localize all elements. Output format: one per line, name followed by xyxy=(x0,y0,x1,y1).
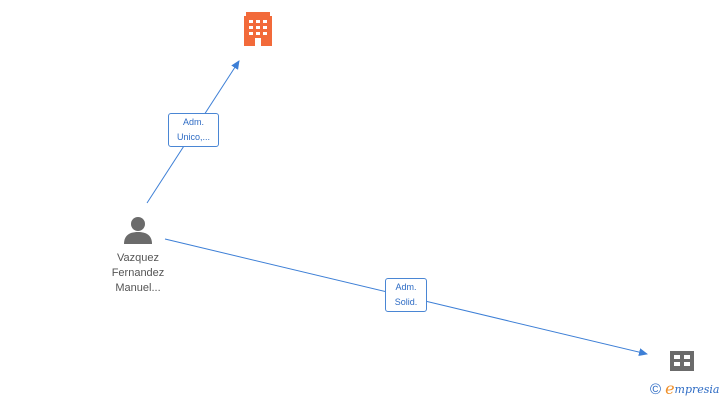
edge-label-line: Adm. xyxy=(182,117,204,127)
edge-label-adm-solid[interactable]: Adm. Solid. xyxy=(385,278,427,312)
person-name-line-3: Manuel... xyxy=(115,282,161,294)
edge-label-line: Adm. xyxy=(395,282,417,292)
building-grid-icon[interactable] xyxy=(670,351,694,371)
person-icon[interactable] xyxy=(123,215,153,245)
brand-name: mpresia xyxy=(674,382,720,396)
edge-label-adm-unico[interactable]: Adm. Unico,... xyxy=(168,113,219,147)
empresia-watermark: © e mpresia xyxy=(650,379,720,399)
person-name-label[interactable]: Vazquez Fernandez Manuel... xyxy=(96,251,180,296)
building-icon[interactable] xyxy=(242,12,274,46)
edge-label-line: Unico,... xyxy=(176,132,210,142)
edge-label-line: Solid. xyxy=(394,297,418,307)
brand-initial: e xyxy=(665,379,675,398)
person-name-line-2: Fernandez xyxy=(111,267,165,279)
copyright-symbol: © xyxy=(650,380,662,398)
person-name-line-1: Vazquez xyxy=(117,252,159,264)
